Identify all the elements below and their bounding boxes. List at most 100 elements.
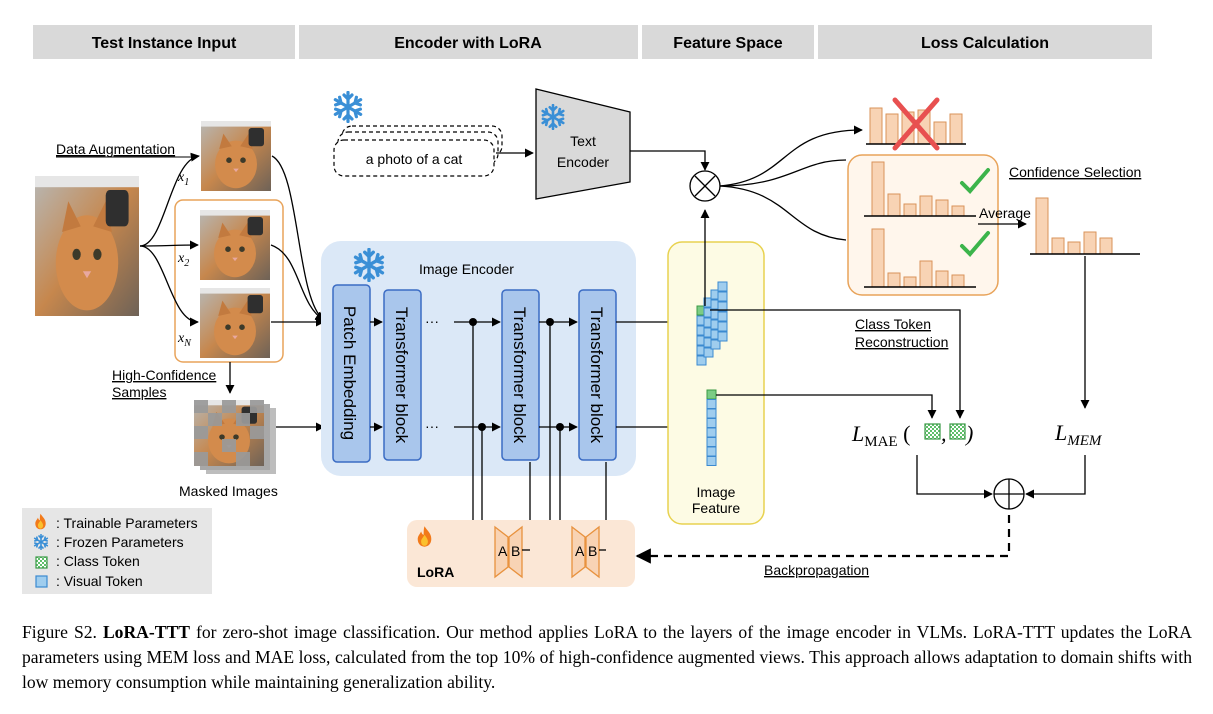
visual-token	[706, 418, 717, 428]
augmented-image-2	[200, 210, 270, 280]
token-column	[706, 389, 717, 466]
bar	[1051, 237, 1065, 255]
augmented-image-1	[201, 121, 271, 191]
transformer-block-2	[501, 289, 540, 461]
svg-text:): )	[964, 421, 973, 446]
transformer-block-label-2: Transformer block	[510, 307, 529, 444]
bar	[1083, 231, 1097, 255]
visual-token	[706, 437, 717, 447]
prompt-text: a photo of a cat	[366, 151, 463, 167]
figure-caption: Figure S2. LoRA-TTT for zero-shot image …	[22, 620, 1192, 695]
class-token-label-2: Reconstruction	[855, 334, 948, 350]
legend: : Trainable Parameters : Frozen Paramete…	[22, 508, 212, 594]
samples-label: Samples	[112, 384, 166, 400]
input-section: Data Augmentation x1 x2 xN High-Confiden…	[35, 121, 325, 499]
visual-token	[717, 331, 728, 342]
lora-adapter-1: A B	[494, 525, 523, 579]
bar	[903, 276, 917, 288]
lora-ttt-diagram: Test Instance Input Encoder with LoRA Fe…	[22, 25, 1152, 594]
visual-token	[703, 347, 714, 358]
confidence-selection-label: Confidence Selection	[1009, 164, 1141, 180]
bar	[903, 203, 917, 217]
class-token-icon	[35, 556, 48, 569]
bars-selected-2	[871, 228, 965, 288]
cat-original-image	[35, 176, 139, 316]
bars-average	[1035, 197, 1113, 255]
svg-text:LMAE (: LMAE (	[851, 421, 910, 450]
bar	[935, 199, 949, 217]
bar	[885, 113, 899, 145]
caption-text: for zero-shot image classification. Our …	[22, 622, 1192, 692]
bar	[951, 205, 965, 217]
image-feature-label-1: Image	[697, 484, 736, 500]
legend-label-class-token: : Class Token	[56, 553, 140, 569]
bar	[1035, 197, 1049, 255]
ellipsis-top: ···	[425, 313, 439, 329]
visual-token	[717, 291, 728, 302]
check-icon-2	[960, 231, 990, 257]
bars-selected-1	[871, 161, 965, 217]
xn-label: xN	[177, 331, 192, 349]
bar	[1067, 241, 1081, 255]
bar	[871, 161, 885, 217]
lora-adapter-2: A B	[571, 525, 600, 579]
loss-section: Confidence Selection Average Class Token…	[635, 97, 1141, 578]
prompt-box	[333, 139, 495, 177]
visual-token	[706, 408, 717, 419]
transformer-block-3	[578, 289, 617, 461]
x1-label: x1	[177, 170, 189, 188]
mae-loss: LMAE ( , )	[851, 421, 973, 450]
legend-label-trainable: : Trainable Parameters	[56, 515, 198, 531]
header-box-loss	[818, 25, 1152, 59]
text-encoder-label-1: Text	[570, 133, 596, 149]
bar	[949, 113, 963, 145]
bar	[887, 272, 901, 288]
data-augmentation-label: Data Augmentation	[56, 141, 175, 157]
visual-token	[717, 301, 728, 312]
high-confidence-label: High-Confidence	[112, 367, 216, 383]
class-token-label-1: Class Token	[855, 316, 931, 332]
visual-token	[710, 339, 721, 350]
header-feature: Feature Space	[673, 35, 782, 52]
bar	[869, 107, 883, 145]
header-box-encoder	[299, 25, 638, 59]
caption-prefix: Figure S2.	[22, 622, 103, 642]
caption-bold: LoRA-TTT	[102, 622, 190, 642]
header-input: Test Instance Input	[92, 35, 237, 52]
visual-token	[696, 355, 707, 366]
patch-embedding-block	[332, 284, 371, 463]
visual-token	[706, 456, 717, 466]
visual-token	[706, 427, 717, 438]
legend-label-frozen: : Frozen Parameters	[56, 534, 184, 550]
legend-box	[22, 508, 212, 594]
text-snowflake-icon	[333, 91, 363, 123]
augmentation-arrows	[139, 152, 325, 432]
mem-loss: LMEM	[1054, 420, 1103, 449]
bar	[951, 274, 965, 288]
average-label: Average	[979, 205, 1031, 221]
lora-label: LoRA	[417, 564, 454, 580]
masked-images	[194, 400, 276, 474]
svg-text:A: A	[498, 543, 508, 559]
transformer-block-label-3: Transformer block	[587, 307, 606, 444]
class-token	[706, 389, 717, 400]
header-loss: Loss Calculation	[921, 35, 1049, 52]
text-encoder	[535, 88, 631, 200]
bar	[933, 121, 947, 145]
high-confidence-group	[174, 199, 284, 363]
image-encoder: Image Encoder Patch Embedding Transforme…	[321, 241, 691, 555]
x2-label: x2	[177, 251, 189, 269]
image-feature-label-2: Feature	[692, 500, 740, 516]
svg-text:,: ,	[941, 421, 947, 446]
svg-text:A: A	[575, 543, 585, 559]
token-stack	[696, 281, 728, 366]
header-encoder: Encoder with LoRA	[394, 35, 542, 52]
backprop-label: Backpropagation	[764, 562, 869, 578]
text-branch: a photo of a cat Text Encoder	[333, 88, 710, 200]
bar	[919, 195, 933, 217]
cross-icon	[892, 97, 940, 151]
visual-token	[717, 311, 728, 322]
legend-label-visual-token: : Visual Token	[56, 573, 143, 589]
visual-token	[706, 446, 717, 457]
visual-token	[717, 321, 728, 332]
